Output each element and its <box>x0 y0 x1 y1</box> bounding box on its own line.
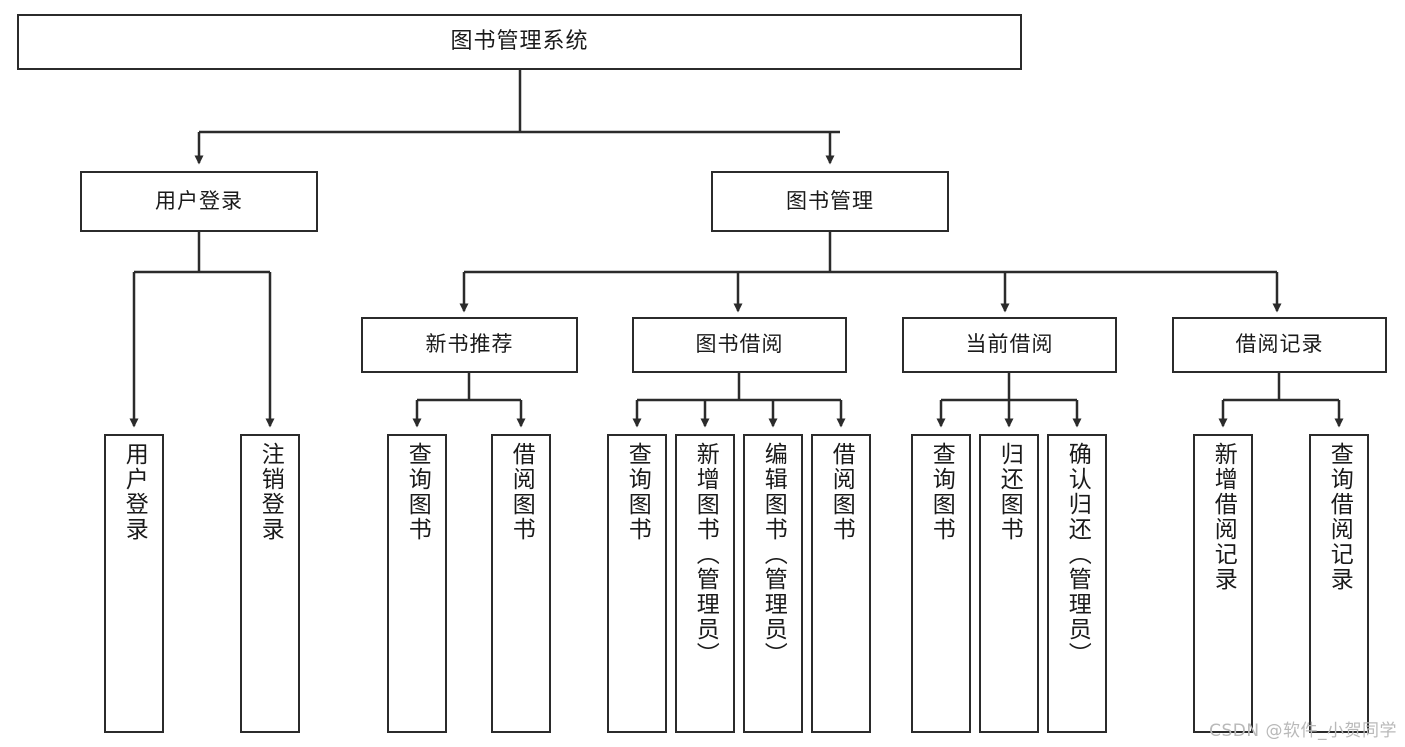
node-root-book-management-system[interactable]: 图书管理系统 <box>17 14 1022 70</box>
leaf-label: 归还图书 <box>996 442 1023 542</box>
leaf-label: 查询图书 <box>928 442 955 542</box>
node-new-book-recommend[interactable]: 新书推荐 <box>361 317 578 373</box>
leaf-record-add-record[interactable]: 新增借阅记录 <box>1193 434 1253 733</box>
node-book-borrow[interactable]: 图书借阅 <box>632 317 847 373</box>
node-label: 新书推荐 <box>425 332 514 357</box>
node-borrow-record[interactable]: 借阅记录 <box>1172 317 1387 373</box>
leaf-borrow-query-book[interactable]: 查询图书 <box>607 434 667 733</box>
leaf-label: 新增借阅记录 <box>1210 442 1237 592</box>
leaf-user-login-login[interactable]: 用户登录 <box>104 434 164 733</box>
node-book-management[interactable]: 图书管理 <box>711 171 949 232</box>
leaf-current-confirm-return-admin[interactable]: 确认归还（管理员） <box>1047 434 1107 733</box>
leaf-borrow-edit-book-admin[interactable]: 编辑图书（管理员） <box>743 434 803 733</box>
node-label: 借阅记录 <box>1235 332 1324 357</box>
leaf-label: 借阅图书 <box>508 442 535 542</box>
leaf-borrow-borrow-book[interactable]: 借阅图书 <box>811 434 871 733</box>
leaf-current-return-book[interactable]: 归还图书 <box>979 434 1039 733</box>
leaf-label: 查询借阅记录 <box>1326 442 1353 592</box>
leaf-label: 新增图书（管理员） <box>692 442 719 667</box>
leaf-user-login-logout[interactable]: 注销登录 <box>240 434 300 733</box>
node-label: 图书管理系统 <box>450 28 589 54</box>
leaf-borrow-add-book-admin[interactable]: 新增图书（管理员） <box>675 434 735 733</box>
node-label: 用户登录 <box>155 188 243 213</box>
node-user-login[interactable]: 用户登录 <box>80 171 318 232</box>
leaf-label: 确认归还（管理员） <box>1064 442 1091 667</box>
leaf-new-book-query[interactable]: 查询图书 <box>387 434 447 733</box>
leaf-label: 用户登录 <box>121 442 148 542</box>
leaf-label: 编辑图书（管理员） <box>760 442 787 667</box>
node-current-borrow[interactable]: 当前借阅 <box>902 317 1117 373</box>
node-label: 图书管理 <box>786 188 874 213</box>
leaf-record-query-record[interactable]: 查询借阅记录 <box>1309 434 1369 733</box>
watermark: CSDN @软件_小贺同学 <box>1209 721 1397 741</box>
leaf-label: 借阅图书 <box>828 442 855 542</box>
leaf-label: 查询图书 <box>624 442 651 542</box>
node-label: 图书借阅 <box>695 332 784 357</box>
leaf-new-book-borrow[interactable]: 借阅图书 <box>491 434 551 733</box>
leaf-current-query-book[interactable]: 查询图书 <box>911 434 971 733</box>
leaf-label: 查询图书 <box>404 442 431 542</box>
leaf-label: 注销登录 <box>257 442 284 542</box>
node-label: 当前借阅 <box>965 332 1054 357</box>
